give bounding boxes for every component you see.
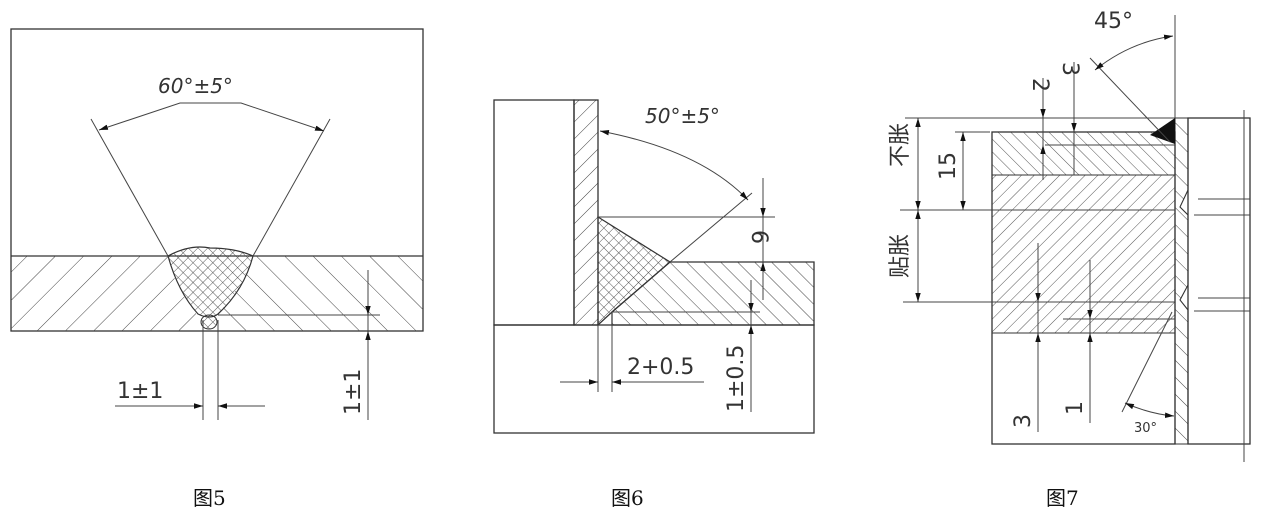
fig7-dim-3-label: 3 [1057, 62, 1082, 76]
fig5-root-face-label: 1±1 [341, 369, 366, 415]
fig5-groove-right [252, 118, 331, 257]
fig7-zone-non-expanded-label: 不胀 [888, 123, 913, 167]
fig6-root-face-label: 1±0.5 [724, 345, 749, 412]
figure-7: 45° 2 3 15 不胀 贴胀 3 1 30° [888, 9, 1251, 462]
fig5-frame [10, 28, 424, 332]
figure-5: 60°±5° 1±1 1±1 [10, 28, 424, 420]
fig6-vertical-plate [493, 99, 575, 326]
fig6-vertical-plate-hatched [573, 99, 599, 326]
fig7-30deg-line [1121, 311, 1173, 413]
fig7-dim-15-label: 15 [936, 152, 961, 180]
fig6-angle-arc [599, 130, 749, 201]
fig7-base-layer [991, 174, 1176, 334]
fig7-zone-expanded-label: 贴胀 [888, 234, 913, 278]
fig7-tube-bore [1187, 117, 1251, 445]
fig6-depth-label: 6 [746, 230, 771, 244]
fig6-bevel-angle-label: 50°±5° [645, 104, 720, 128]
fig5-caption: 图5 [193, 486, 226, 510]
fig7-dim-bottom-1-label: 1 [1063, 401, 1088, 415]
figure-6: 50°±5° 6 1±0.5 2+0.5 [493, 99, 815, 434]
fig5-root-bead [200, 314, 218, 330]
fig7-caption: 图7 [1046, 486, 1079, 510]
fig7-angle-arc [1094, 34, 1174, 71]
fig5-weld-bead [167, 246, 254, 318]
fig5-root-gap-label: 1±1 [117, 379, 163, 404]
fig5-angle-dim [98, 102, 325, 132]
fig6-bevel-line [669, 192, 753, 263]
fig7-30deg-arc [1124, 402, 1175, 418]
fig6-gap-label: 2+0.5 [627, 355, 694, 380]
fig5-plate-right-hatch [218, 256, 423, 331]
fig5-plate-left-hatch [11, 256, 196, 331]
fig7-dim-bottom-3-label: 3 [1011, 414, 1036, 428]
fig5-groove-angle-label: 60°±5° [158, 74, 233, 98]
fig7-tube-wall [1174, 117, 1189, 445]
fig7-clad-layer [991, 131, 1176, 176]
fig7-bevel-angle-label: 45° [1094, 9, 1133, 34]
fig5-groove-left [90, 118, 169, 257]
fig7-weld-fillet [1150, 118, 1175, 144]
fig6-caption: 图6 [611, 486, 644, 510]
fig7-dim-2-label: 2 [1027, 78, 1052, 92]
fig7-30deg-label: 30° [1134, 421, 1157, 436]
fig7-bevel-line [1089, 57, 1171, 143]
